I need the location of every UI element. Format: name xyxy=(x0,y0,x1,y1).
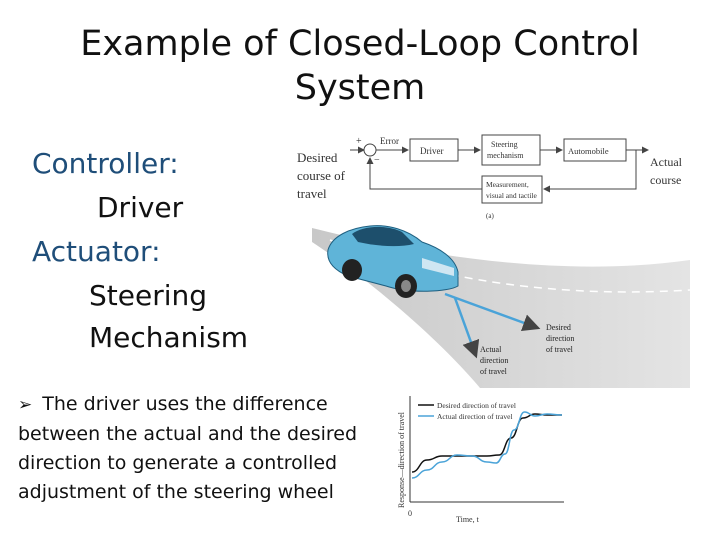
block-diagram: Desired course of travel + − Error Drive… xyxy=(297,134,683,220)
feedback-path-left xyxy=(366,157,482,190)
y-axis-label: Response—direction of travel xyxy=(397,411,406,508)
response-chart: Response—direction of travel Time, t 0 D… xyxy=(397,396,564,524)
desired-direction-line-2: direction xyxy=(546,334,574,343)
measurement-block xyxy=(481,175,543,204)
figure-tag: (a) xyxy=(486,212,494,220)
series-layer xyxy=(411,411,563,479)
desired-direction-arrow xyxy=(444,292,541,332)
slide-title: Example of Closed-Loop Control System xyxy=(60,22,660,110)
title-line-2: System xyxy=(294,68,426,108)
arrow-bullet-icon: ➢ xyxy=(18,395,33,415)
controller-label: Controller: xyxy=(32,147,179,180)
bullet-text: The driver uses the difference between t… xyxy=(18,393,358,503)
plus-sign: + xyxy=(356,136,362,147)
road-illustration: Desired direction of travel Actual direc… xyxy=(312,225,691,388)
actuator-label: Actuator: xyxy=(32,235,161,268)
chart-axes xyxy=(409,396,564,503)
bullet-paragraph: ➢The driver uses the difference between … xyxy=(18,390,388,507)
automobile-block-label: Automobile xyxy=(568,146,609,156)
steering-block-line-2: mechanism xyxy=(487,151,524,160)
road-lane-marking xyxy=(329,239,691,293)
car-illustration xyxy=(327,225,459,298)
series-line-0 xyxy=(411,413,562,473)
desired-direction-line-1: Desired xyxy=(546,323,571,332)
measurement-block-line-2: visual and tactile xyxy=(486,191,537,200)
steering-block xyxy=(481,134,541,166)
input-label-line-3: travel xyxy=(297,186,327,201)
actuator-value-line-2: Mechanism xyxy=(89,321,249,354)
input-label-line-1: Desired xyxy=(297,150,338,165)
measurement-block-line-1: Measurement, xyxy=(486,180,529,189)
car-front-hubcap xyxy=(401,280,411,292)
series-line-1 xyxy=(411,411,563,479)
output-label-line-1: Actual xyxy=(650,155,683,169)
legend-label-0: Desired direction of travel xyxy=(437,401,516,410)
error-label: Error xyxy=(380,136,399,146)
actuator-value-line-1: Steering xyxy=(89,279,208,312)
x-axis-label: Time, t xyxy=(456,515,480,524)
input-label-line-2: course of xyxy=(297,168,346,183)
car-grille xyxy=(422,258,454,276)
minus-sign: − xyxy=(374,155,380,166)
steering-block-line-1: Steering xyxy=(491,140,518,149)
actual-direction-line-1: Actual xyxy=(480,345,502,354)
controller-value: Driver xyxy=(97,191,184,224)
desired-direction-line-3: of travel xyxy=(546,345,574,354)
output-label-line-2: course xyxy=(650,173,681,187)
legend-label-1: Actual direction of travel xyxy=(437,412,513,421)
feedback-path-right xyxy=(543,150,637,193)
title-line-1: Example of Closed-Loop Control xyxy=(80,24,640,64)
actual-direction-line-3: of travel xyxy=(480,367,508,376)
car-rear-wheel xyxy=(342,259,362,281)
car-windshield xyxy=(352,226,414,247)
driver-block-label: Driver xyxy=(420,146,444,156)
actual-direction-line-2: direction xyxy=(480,356,508,365)
closed-loop-figure: Desired course of travel + − Error Drive… xyxy=(297,134,691,388)
x-tick-label-0: 0 xyxy=(408,509,412,518)
actual-direction-arrow xyxy=(453,297,480,359)
